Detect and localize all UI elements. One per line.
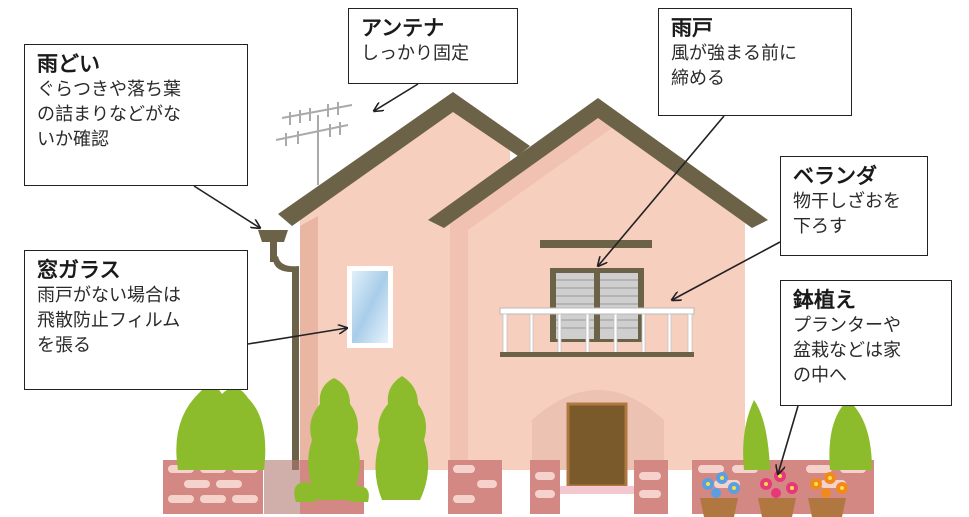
garden-trees	[176, 376, 872, 502]
callout-body: 風が強まる前に 締める	[671, 43, 797, 89]
callout-window-glass: 窓ガラス 雨戸がない場合は 飛散防止フィルム を張る	[24, 250, 248, 390]
flower-pots	[700, 470, 848, 517]
right-wing-roof	[428, 98, 768, 228]
callout-body: 雨戸がない場合は 飛散防止フィルム を張る	[37, 285, 181, 356]
callout-title: アンテナ	[361, 16, 445, 40]
rain-gutter	[258, 230, 299, 470]
callout-title: 鉢植え	[793, 288, 856, 312]
callout-body: ぐらつきや落ち葉 の詰まりなどがな いか確認	[37, 79, 181, 150]
callout-veranda: ベランダ 物干しざおを 下ろす	[780, 156, 928, 256]
callout-body: しっかり固定	[361, 43, 469, 64]
callout-body: 物干しざおを 下ろす	[793, 191, 901, 237]
callout-title: 雨どい	[37, 52, 100, 76]
callout-rain-gutter: 雨どい ぐらつきや落ち葉 の詰まりなどがな いか確認	[24, 44, 248, 186]
balcony-railing	[499, 307, 695, 357]
callout-antenna: アンテナ しっかり固定	[348, 8, 518, 84]
leader-arrows	[193, 83, 799, 474]
left-wing-roof	[278, 92, 530, 226]
callout-rain-shutter: 雨戸 風が強まる前に 締める	[658, 8, 852, 116]
antenna-icon	[275, 102, 353, 185]
callout-title: 窓ガラス	[37, 258, 121, 282]
callout-body: プランターや 盆栽などは家 の中へ	[793, 315, 901, 386]
front-door	[566, 402, 628, 488]
callout-flower-pots: 鉢植え プランターや 盆栽などは家 の中へ	[780, 280, 952, 406]
window-glass	[352, 271, 388, 343]
callout-title: 雨戸	[671, 16, 713, 40]
callout-title: ベランダ	[793, 164, 877, 188]
